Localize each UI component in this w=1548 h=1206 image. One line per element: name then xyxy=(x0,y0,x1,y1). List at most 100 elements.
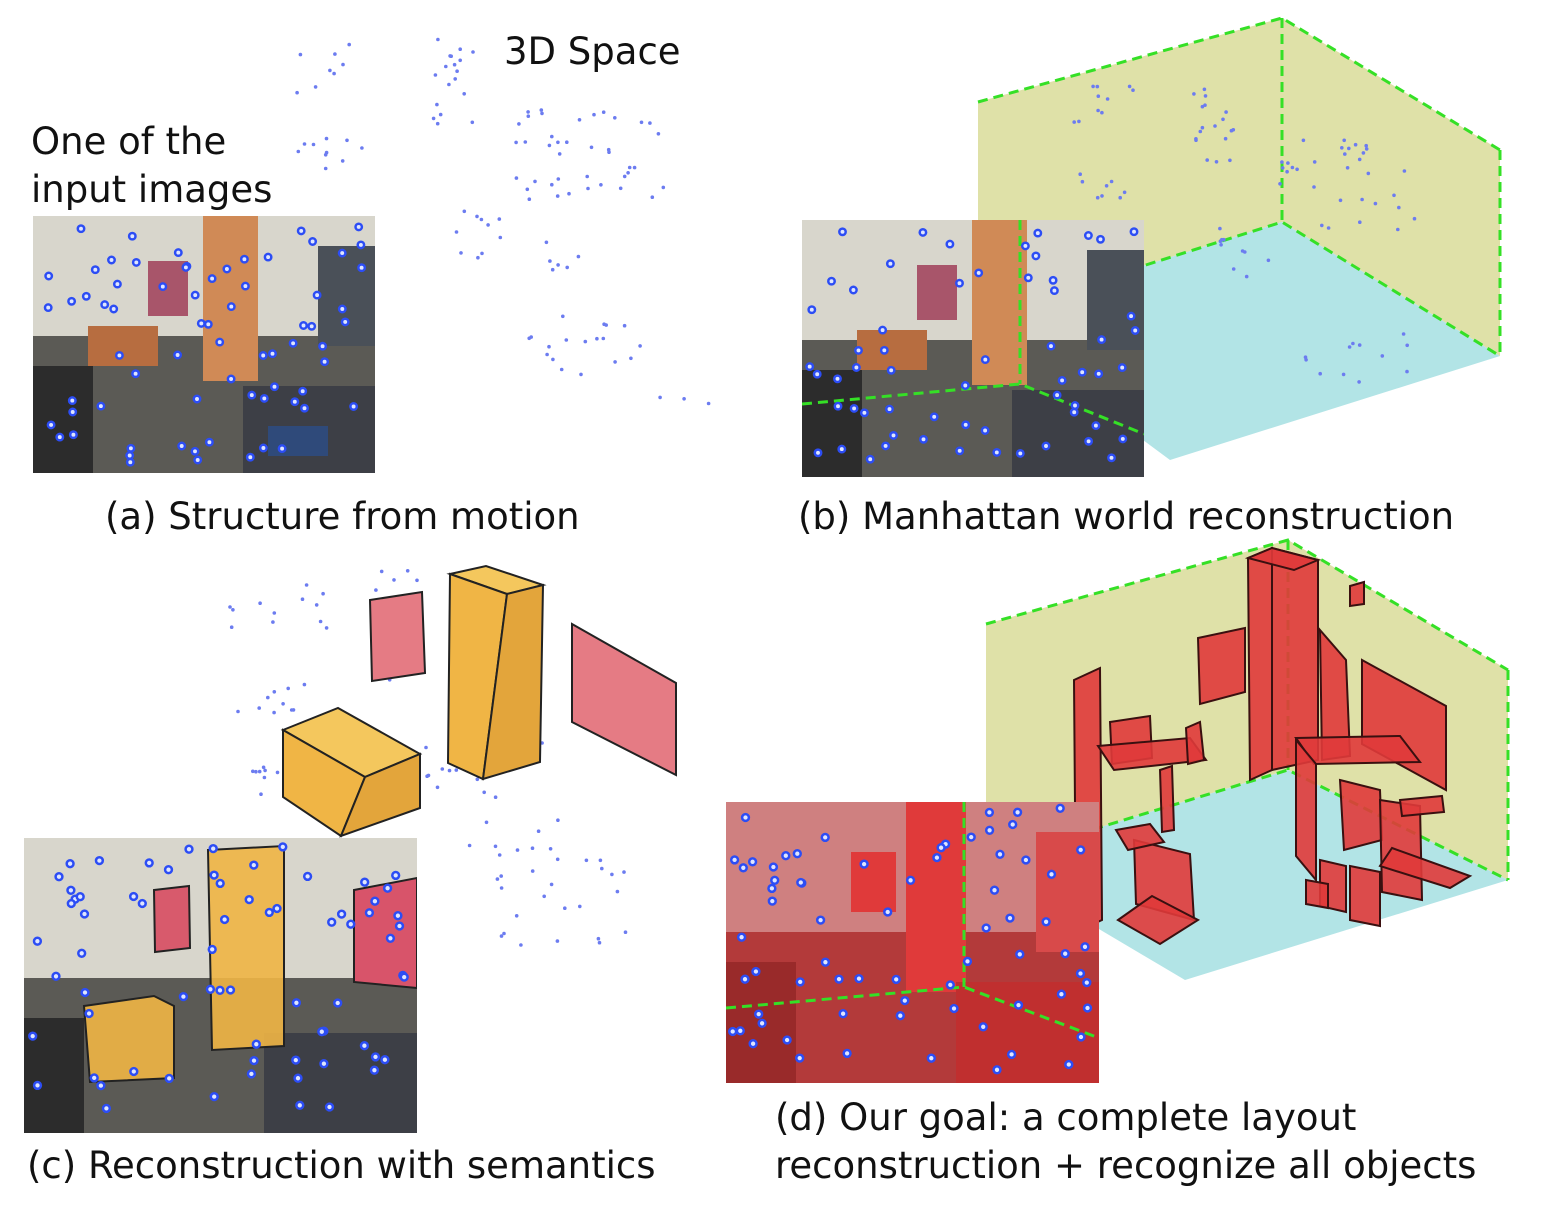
feature-point xyxy=(131,257,141,267)
point xyxy=(626,171,630,175)
feature-point xyxy=(96,401,106,411)
point xyxy=(1095,195,1100,200)
point xyxy=(438,112,443,117)
feature-point xyxy=(1130,326,1140,335)
point xyxy=(1353,142,1358,147)
feature-point xyxy=(820,957,831,967)
feature-point xyxy=(859,408,869,418)
feature-point xyxy=(918,227,928,237)
point xyxy=(595,336,599,341)
feature-point xyxy=(1023,273,1033,283)
point xyxy=(1397,205,1401,210)
point xyxy=(1203,94,1208,98)
feature-point xyxy=(337,304,347,314)
feature-point xyxy=(1077,367,1087,377)
point xyxy=(475,777,480,782)
point xyxy=(499,934,504,938)
point xyxy=(1351,341,1355,346)
caption-b: (b) Manhattan world reconstruction xyxy=(798,495,1455,538)
point xyxy=(286,686,291,691)
feature-point xyxy=(369,1065,380,1075)
point xyxy=(433,73,438,77)
feature-point xyxy=(340,317,350,327)
point xyxy=(345,138,349,143)
feature-point xyxy=(349,402,359,411)
feature-point xyxy=(1080,942,1090,952)
feature-point xyxy=(849,403,859,413)
point xyxy=(1280,166,1285,170)
point xyxy=(332,71,336,76)
point xyxy=(302,682,307,687)
point xyxy=(586,186,590,191)
point xyxy=(455,69,459,73)
point xyxy=(556,263,560,267)
point xyxy=(258,601,262,605)
feature-point xyxy=(298,386,308,396)
feature-point xyxy=(337,248,347,258)
feature-point xyxy=(768,862,779,872)
feature-point xyxy=(795,1053,805,1063)
caption-c: (c) Reconstruction with semantics xyxy=(27,1144,656,1187)
feature-point xyxy=(307,321,317,331)
whiteboard-panel xyxy=(1361,658,1447,792)
point xyxy=(1380,354,1385,358)
feature-point xyxy=(32,936,43,946)
point xyxy=(1198,129,1203,134)
point xyxy=(449,54,454,58)
point xyxy=(470,120,475,125)
desk-leg-left xyxy=(1158,764,1176,834)
chair-base-left xyxy=(1116,894,1201,946)
feature-point xyxy=(885,404,894,414)
feature-point xyxy=(215,985,225,995)
point xyxy=(454,230,459,234)
point xyxy=(1343,152,1347,156)
feature-point xyxy=(370,1052,381,1062)
point xyxy=(313,85,318,89)
feature-point xyxy=(291,998,302,1008)
feature-point xyxy=(317,1027,327,1037)
feature-point xyxy=(300,403,309,413)
point xyxy=(1131,88,1135,92)
point xyxy=(555,939,560,943)
feature-point xyxy=(364,908,375,918)
point xyxy=(514,140,518,145)
feature-point xyxy=(827,276,836,286)
feature-point xyxy=(207,274,217,284)
point xyxy=(360,146,364,150)
feature-point xyxy=(1091,421,1101,431)
point xyxy=(328,68,332,73)
point xyxy=(254,769,258,774)
feature-point xyxy=(838,227,847,237)
feature-point xyxy=(320,357,330,367)
feature-point xyxy=(795,977,805,987)
point xyxy=(444,64,448,69)
feature-point xyxy=(268,349,277,359)
point xyxy=(627,165,632,170)
point xyxy=(514,914,519,918)
point xyxy=(650,195,655,199)
feature-point xyxy=(945,239,955,249)
feature-point xyxy=(936,843,946,853)
feature-point xyxy=(80,987,90,998)
feature-point xyxy=(382,883,393,893)
feature-point xyxy=(46,420,56,430)
feature-point xyxy=(312,290,322,300)
feature-point xyxy=(782,1035,792,1045)
point xyxy=(706,401,711,406)
feature-point xyxy=(926,1053,936,1063)
point xyxy=(533,179,537,184)
point xyxy=(1373,201,1378,206)
point xyxy=(447,82,451,87)
feature-point xyxy=(885,259,895,269)
feature-point xyxy=(131,369,141,379)
point xyxy=(479,217,484,222)
feature-point xyxy=(125,457,135,467)
feature-point xyxy=(68,407,78,417)
feature-point xyxy=(820,832,830,843)
feature-point xyxy=(100,300,110,310)
point xyxy=(272,690,277,694)
feature-point xyxy=(144,858,154,868)
point xyxy=(1361,151,1366,155)
feature-point xyxy=(90,265,100,275)
